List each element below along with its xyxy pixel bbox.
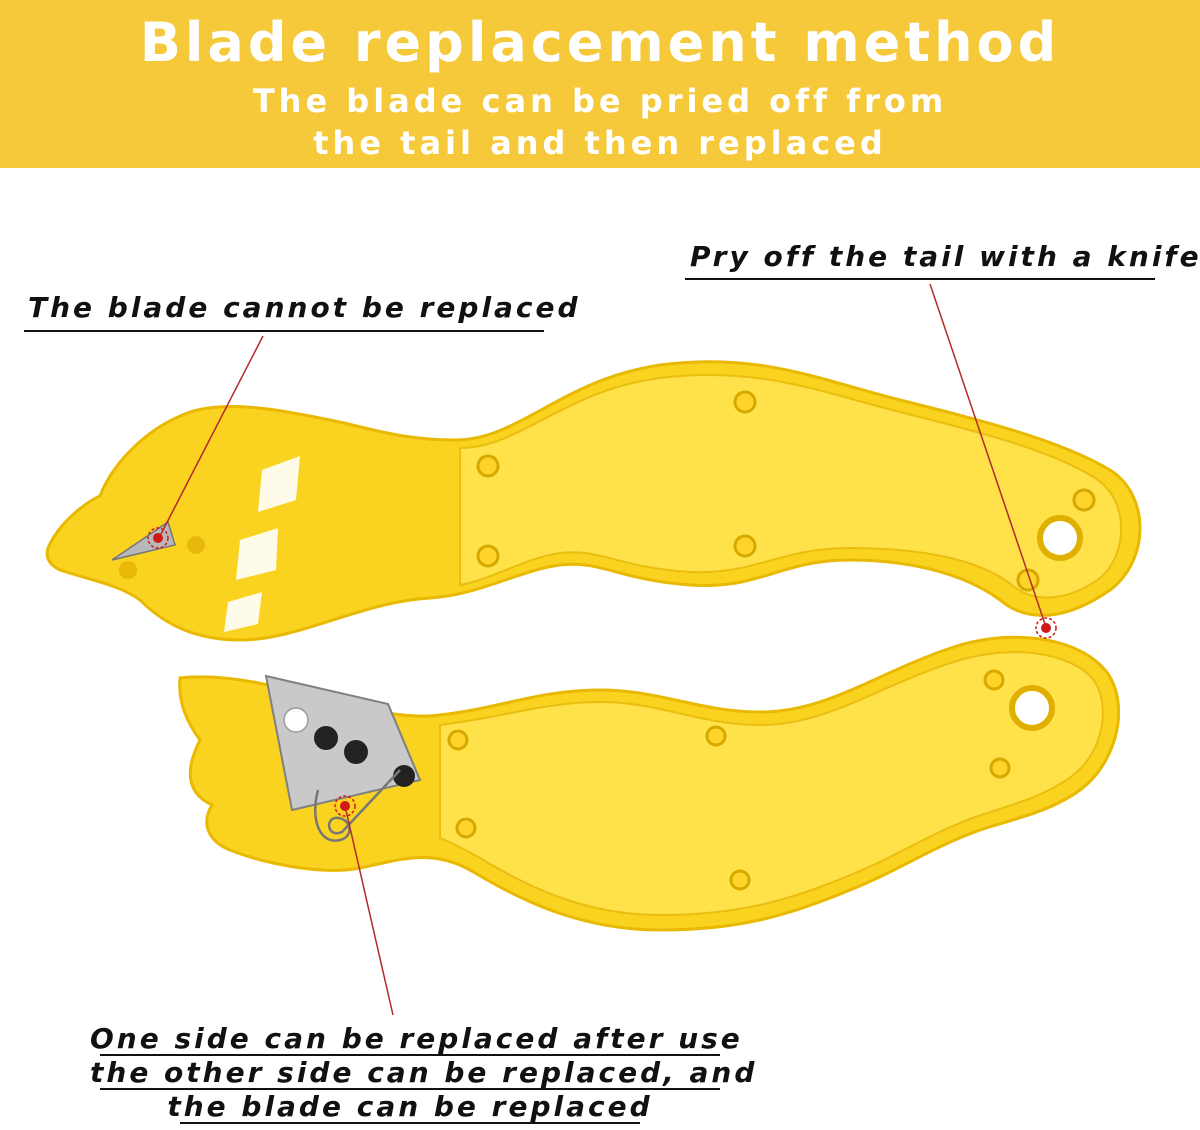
callout-replaceable-underline-2 [100, 1088, 720, 1090]
banner-subtitle-line-1: The blade can be pried off from [252, 82, 948, 120]
callout-replaceable-underline-3 [180, 1122, 640, 1124]
callout-replaceable-line-3: the blade can be replaced [167, 1090, 653, 1123]
knife-illustration [45, 283, 1142, 1016]
upper-knife-half [45, 360, 1142, 642]
red-marker-fixed-blade [147, 527, 169, 549]
red-marker-tail [1035, 617, 1057, 639]
callout-leaders [159, 283, 1047, 1016]
banner-title: Blade replacement method [139, 11, 1061, 74]
banner-subtitle-line-2: the tail and then replaced [313, 124, 887, 162]
lower-knife-half [178, 635, 1121, 932]
callout-replaceable-line-2: the other side can be replaced, and [90, 1056, 758, 1089]
callout-fixed-blade-underline [24, 330, 544, 332]
callout-fixed-blade: The blade cannot be replaced [28, 291, 581, 324]
callout-replaceable-blade: One side can be replaced after use the o… [90, 1022, 758, 1124]
callout-replaceable-underline-1 [100, 1054, 720, 1056]
callout-pry-tail: Pry off the tail with a knife [690, 240, 1200, 273]
red-marker-spring [334, 795, 356, 817]
callout-pry-tail-underline [685, 278, 1155, 280]
title-banner: Blade replacement method The blade can b… [0, 0, 1200, 168]
callout-replaceable-line-1: One side can be replaced after use [90, 1022, 743, 1055]
